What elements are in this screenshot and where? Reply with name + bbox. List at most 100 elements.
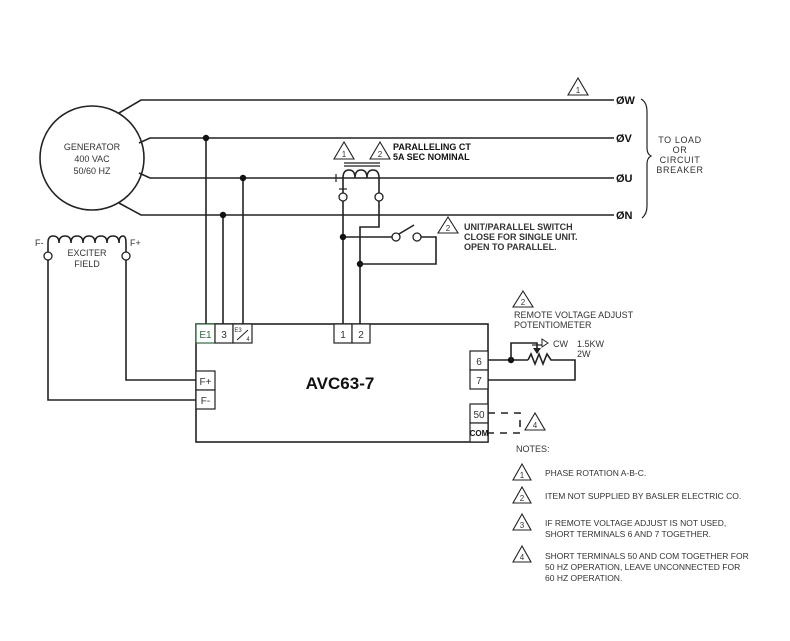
svg-text:50: 50 bbox=[473, 410, 485, 421]
phase-line-v bbox=[138, 137, 614, 144]
terminal-2[interactable]: 2 bbox=[351, 323, 371, 344]
ct-terminal bbox=[374, 192, 384, 202]
exciter-terminal-minus bbox=[43, 251, 53, 261]
switch-label-1: UNIT/PARALLEL SWITCH bbox=[464, 222, 573, 232]
phase-line-u bbox=[138, 172, 614, 179]
phase-label-w: ØW bbox=[616, 95, 636, 107]
svg-text:4: 4 bbox=[520, 553, 525, 562]
wire-f-minus bbox=[47, 260, 196, 401]
paralleling-ct bbox=[335, 162, 384, 202]
note-ref-triangle-1-ct: 1 bbox=[333, 140, 355, 160]
generator-label-1: GENERATOR bbox=[64, 142, 121, 152]
svg-text:PHASE ROTATION A-B-C.: PHASE ROTATION A-B-C. bbox=[545, 468, 646, 478]
exciter-terminal-plus bbox=[121, 251, 131, 261]
pot-label-1: REMOTE VOLTAGE ADJUST bbox=[514, 310, 634, 320]
terminal-e1[interactable]: E1 bbox=[195, 323, 216, 344]
wire-f-plus bbox=[125, 260, 196, 381]
exciter-f-plus-label: F+ bbox=[130, 238, 141, 248]
generator-circle bbox=[39, 105, 145, 211]
pot-rating-1: 1.5KW bbox=[577, 339, 605, 349]
ct-label-2: 5A SEC NOMINAL bbox=[393, 152, 470, 162]
svg-text:IF REMOTE VOLTAGE ADJUST IS NO: IF REMOTE VOLTAGE ADJUST IS NOT USED, bbox=[545, 518, 726, 528]
junction-dot bbox=[202, 134, 210, 142]
phase-label-n: ØN bbox=[616, 210, 633, 222]
svg-text:4: 4 bbox=[246, 337, 250, 343]
junction-dot bbox=[239, 174, 247, 182]
exciter-label-1: EXCITER bbox=[67, 248, 107, 258]
terminal-f-minus[interactable]: F- bbox=[195, 389, 216, 410]
svg-text:COM: COM bbox=[470, 429, 489, 438]
phase-line-n bbox=[118, 202, 614, 216]
note-ref-triangle-2-pot: 2 bbox=[512, 289, 534, 308]
sensing-wires bbox=[202, 134, 247, 324]
phase-label-u: ØU bbox=[616, 173, 633, 185]
note-ref-triangle-1-phase: 1 bbox=[567, 76, 589, 96]
svg-text:2: 2 bbox=[520, 494, 525, 503]
load-label-2: OR bbox=[673, 145, 688, 155]
wiper-arrow bbox=[533, 348, 541, 354]
svg-text:50 HZ OPERATION, LEAVE UNCONNE: 50 HZ OPERATION, LEAVE UNCONNECTED FOR bbox=[545, 562, 740, 572]
terminal-3[interactable]: 3 bbox=[214, 323, 234, 344]
svg-text:3: 3 bbox=[520, 521, 525, 530]
note-2: 2 ITEM NOT SUPPLIED BY BASLER ELECTRIC C… bbox=[512, 485, 741, 504]
terminal-com[interactable]: COM bbox=[469, 422, 489, 443]
note-ref-triangle-4: 4 bbox=[524, 411, 546, 431]
svg-text:1: 1 bbox=[342, 150, 347, 159]
notes-heading: NOTES: bbox=[516, 444, 550, 454]
ct-label-1: PARALLELING CT bbox=[393, 142, 471, 152]
svg-text:ITEM NOT SUPPLIED BY BASLER EL: ITEM NOT SUPPLIED BY BASLER ELECTRIC CO. bbox=[545, 491, 741, 501]
avc-regulator-box bbox=[195, 323, 489, 443]
load-label-4: BREAKER bbox=[656, 165, 703, 175]
pot-cw-label: CW bbox=[553, 339, 568, 349]
svg-text:3: 3 bbox=[221, 330, 227, 341]
optional-jumper-50-com bbox=[488, 412, 521, 434]
svg-text:2: 2 bbox=[446, 224, 451, 233]
pot-rating-2: 2W bbox=[577, 349, 591, 359]
svg-text:E1: E1 bbox=[199, 330, 212, 341]
load-label-3: CIRCUIT bbox=[660, 155, 701, 165]
terminal-f-plus[interactable]: F+ bbox=[195, 370, 216, 391]
svg-text:1: 1 bbox=[340, 330, 346, 341]
generator: GENERATOR 400 VAC 50/60 HZ bbox=[39, 105, 145, 211]
ct-coil bbox=[342, 169, 380, 179]
regulator-model-label: AVC63-7 bbox=[306, 374, 375, 393]
terminal-1[interactable]: 1 bbox=[333, 323, 353, 344]
svg-text:1: 1 bbox=[576, 86, 581, 95]
cw-arrow-icon bbox=[541, 338, 549, 348]
generator-label-3: 50/60 HZ bbox=[73, 166, 111, 176]
switch-label-3: OPEN TO PARALLEL. bbox=[464, 242, 557, 252]
ct-wires bbox=[339, 201, 437, 324]
svg-text:F-: F- bbox=[201, 396, 210, 407]
load-label-1: TO LOAD bbox=[658, 135, 702, 145]
unit-parallel-switch[interactable] bbox=[391, 224, 422, 242]
note-3: 3 IF REMOTE VOLTAGE ADJUST IS NOT USED, … bbox=[512, 512, 726, 539]
terminal-e3-4[interactable]: E3 4 bbox=[232, 323, 253, 344]
note-ref-triangle-2-switch: 2 bbox=[437, 215, 459, 234]
exciter-field: F- F+ EXCITER FIELD bbox=[35, 235, 141, 269]
phase-label-v: ØV bbox=[616, 133, 633, 145]
note-4: 4 SHORT TERMINALS 50 AND COM TOGETHER FO… bbox=[512, 544, 749, 583]
svg-text:4: 4 bbox=[533, 421, 538, 430]
svg-text:6: 6 bbox=[476, 357, 482, 368]
phase-lines bbox=[118, 99, 614, 216]
generator-label-2: 400 VAC bbox=[74, 154, 110, 164]
svg-text:7: 7 bbox=[476, 376, 482, 387]
svg-text:60 HZ OPERATION.: 60 HZ OPERATION. bbox=[545, 573, 622, 583]
junction-dot bbox=[219, 211, 227, 219]
switch-label-2: CLOSE FOR SINGLE UNIT. bbox=[464, 232, 578, 242]
note-1: 1 PHASE ROTATION A-B-C. bbox=[512, 462, 646, 481]
pot-resistor bbox=[488, 351, 576, 381]
pot-label-2: POTENTIOMETER bbox=[514, 320, 592, 330]
svg-text:2: 2 bbox=[358, 330, 364, 341]
exciter-f-minus-label: F- bbox=[35, 238, 44, 248]
terminal-7[interactable]: 7 bbox=[469, 369, 489, 390]
terminal-6[interactable]: 6 bbox=[469, 350, 489, 371]
exciter-coil bbox=[47, 235, 127, 244]
svg-text:2: 2 bbox=[378, 150, 383, 159]
potentiometer[interactable] bbox=[488, 338, 576, 381]
terminal-50[interactable]: 50 bbox=[469, 403, 489, 424]
svg-text:F+: F+ bbox=[200, 377, 212, 388]
svg-text:SHORT TERMINALS 50 AND COM TOG: SHORT TERMINALS 50 AND COM TOGETHER FOR bbox=[545, 551, 749, 561]
svg-text:1: 1 bbox=[520, 471, 525, 480]
